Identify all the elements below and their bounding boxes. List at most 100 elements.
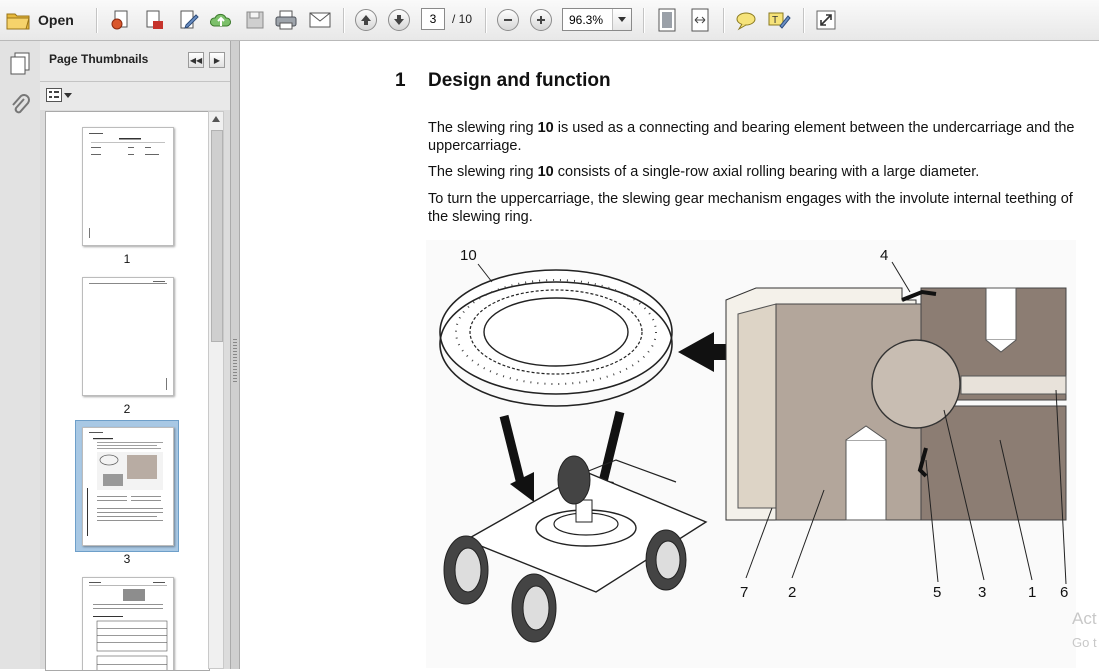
figure-label-1: 1 <box>1028 584 1036 601</box>
upload-button[interactable] <box>209 8 233 32</box>
print-button[interactable] <box>274 8 298 32</box>
pages-icon <box>10 52 30 75</box>
toolbar-separator <box>343 8 344 33</box>
slewing-ring-figure: 10 4 7 2 5 3 1 6 <box>426 240 1076 668</box>
thumbnail-scrollbar[interactable] <box>208 111 224 669</box>
edit-button[interactable] <box>177 8 201 32</box>
page-number-input[interactable]: 3 <box>421 8 445 30</box>
pdf-document-icon <box>146 10 163 29</box>
arrow-down-icon <box>388 9 410 31</box>
scrollbar-thumb[interactable] <box>211 130 223 342</box>
main-toolbar: Open <box>0 0 1099 41</box>
navigation-rail <box>0 41 41 669</box>
slewing-ring-drawing <box>439 269 673 407</box>
paragraph-3: To turn the uppercarriage, the slewing g… <box>428 191 1073 225</box>
open-button[interactable]: Open <box>6 7 74 33</box>
zoom-value: 96.3% <box>569 13 604 27</box>
create-pdf-icon <box>111 10 128 30</box>
figure-label-5: 5 <box>933 584 941 601</box>
zoom-out-button[interactable] <box>496 8 520 32</box>
splitter-grip[interactable] <box>233 339 237 383</box>
figure-label-10: 10 <box>460 247 477 264</box>
collapse-panel-button[interactable]: ◀◀ <box>188 52 204 68</box>
save-button[interactable] <box>243 8 267 32</box>
panel-header: Page Thumbnails ◀◀ ▶ <box>40 41 230 82</box>
paragraph-1: The slewing ring 10 is used as a connect… <box>428 120 1075 154</box>
chevron-down-icon <box>64 92 72 98</box>
edit-document-icon <box>180 10 199 29</box>
page-preview <box>89 281 167 390</box>
figure-label-2: 2 <box>788 584 796 601</box>
zoom-in-button[interactable] <box>529 8 553 32</box>
chevron-right-icon: ▶ <box>213 55 221 65</box>
thumbnail-options-button[interactable] <box>46 88 72 102</box>
thumbnail-page-1[interactable] <box>82 127 174 246</box>
expand-icon <box>816 10 836 30</box>
scroll-up-arrow-icon[interactable] <box>212 116 220 122</box>
thumbnail-page-number: 3 <box>123 552 131 566</box>
bearing-cross-section <box>725 287 1067 521</box>
thumbnail-page-number: 1 <box>123 252 131 266</box>
document-view: 1 Design and function The slewing ring 1… <box>240 41 1099 669</box>
fit-width-icon <box>691 8 709 32</box>
panel-menu-button[interactable]: ▶ <box>209 52 225 68</box>
floppy-disk-icon <box>246 11 264 29</box>
double-chevron-left-icon: ◀◀ <box>189 55 203 65</box>
toolbar-separator <box>723 8 724 33</box>
paragraph-2: The slewing ring 10 consists of a single… <box>428 164 980 180</box>
thumbnail-list: 1 2 <box>45 111 210 671</box>
envelope-icon <box>309 12 331 28</box>
toolbar-separator <box>96 8 97 33</box>
previous-page-button[interactable] <box>354 8 378 32</box>
page-preview <box>89 133 165 238</box>
folder-icon <box>6 13 30 30</box>
arrow-up-icon <box>355 9 377 31</box>
svg-text:T: T <box>772 15 778 26</box>
toolbar-separator <box>643 8 644 33</box>
figure-label-3: 3 <box>978 584 986 601</box>
pdf-tools-button[interactable] <box>142 8 166 32</box>
figure-label-4: 4 <box>880 247 888 264</box>
create-pdf-button[interactable] <box>109 8 133 32</box>
panel-title: Page Thumbnails <box>49 52 149 66</box>
chevron-down-icon[interactable] <box>612 9 631 30</box>
minus-icon <box>497 9 519 31</box>
page-thumbnails-tab[interactable] <box>8 51 32 80</box>
speech-bubble-icon <box>736 12 756 31</box>
thumbnail-options-row <box>40 82 230 110</box>
activation-watermark: Act <box>1072 609 1097 628</box>
page-preview <box>87 432 163 536</box>
undercarriage-drawing <box>443 455 708 643</box>
thumbnail-page-number: 2 <box>123 402 131 416</box>
toolbar-separator <box>485 8 486 33</box>
highlight-button[interactable]: T <box>767 8 791 32</box>
plus-icon <box>530 9 552 31</box>
figure-label-6: 6 <box>1060 584 1068 601</box>
panel-splitter[interactable] <box>230 41 240 669</box>
full-screen-button[interactable] <box>814 8 838 32</box>
highlighter-icon: T <box>768 12 791 29</box>
printer-icon <box>275 10 297 30</box>
page-preview <box>89 582 168 670</box>
page-total-label: / 10 <box>452 12 473 26</box>
zoom-level-select[interactable]: 96.3% <box>562 8 632 31</box>
options-list-icon <box>46 88 62 102</box>
thumbnail-page-2[interactable] <box>82 277 174 396</box>
thumbnails-panel: Page Thumbnails ◀◀ ▶ <box>40 41 230 671</box>
thumbnail-page-4[interactable] <box>82 577 174 670</box>
section-title: Design and function <box>428 70 611 91</box>
activation-watermark-subtext: Go t <box>1072 635 1097 650</box>
fit-page-button[interactable] <box>655 8 679 32</box>
fit-page-icon <box>658 8 676 32</box>
comment-button[interactable] <box>734 8 758 32</box>
email-button[interactable] <box>308 8 332 32</box>
figure-label-7: 7 <box>740 584 748 601</box>
open-label: Open <box>38 12 74 28</box>
fit-width-button[interactable] <box>688 8 712 32</box>
attachments-tab[interactable] <box>9 93 31 122</box>
toolbar-separator <box>803 8 804 33</box>
cloud-upload-icon <box>210 13 231 27</box>
thumbnail-page-3[interactable] <box>82 427 174 546</box>
next-page-button[interactable] <box>387 8 411 32</box>
section-number: 1 <box>395 70 406 91</box>
